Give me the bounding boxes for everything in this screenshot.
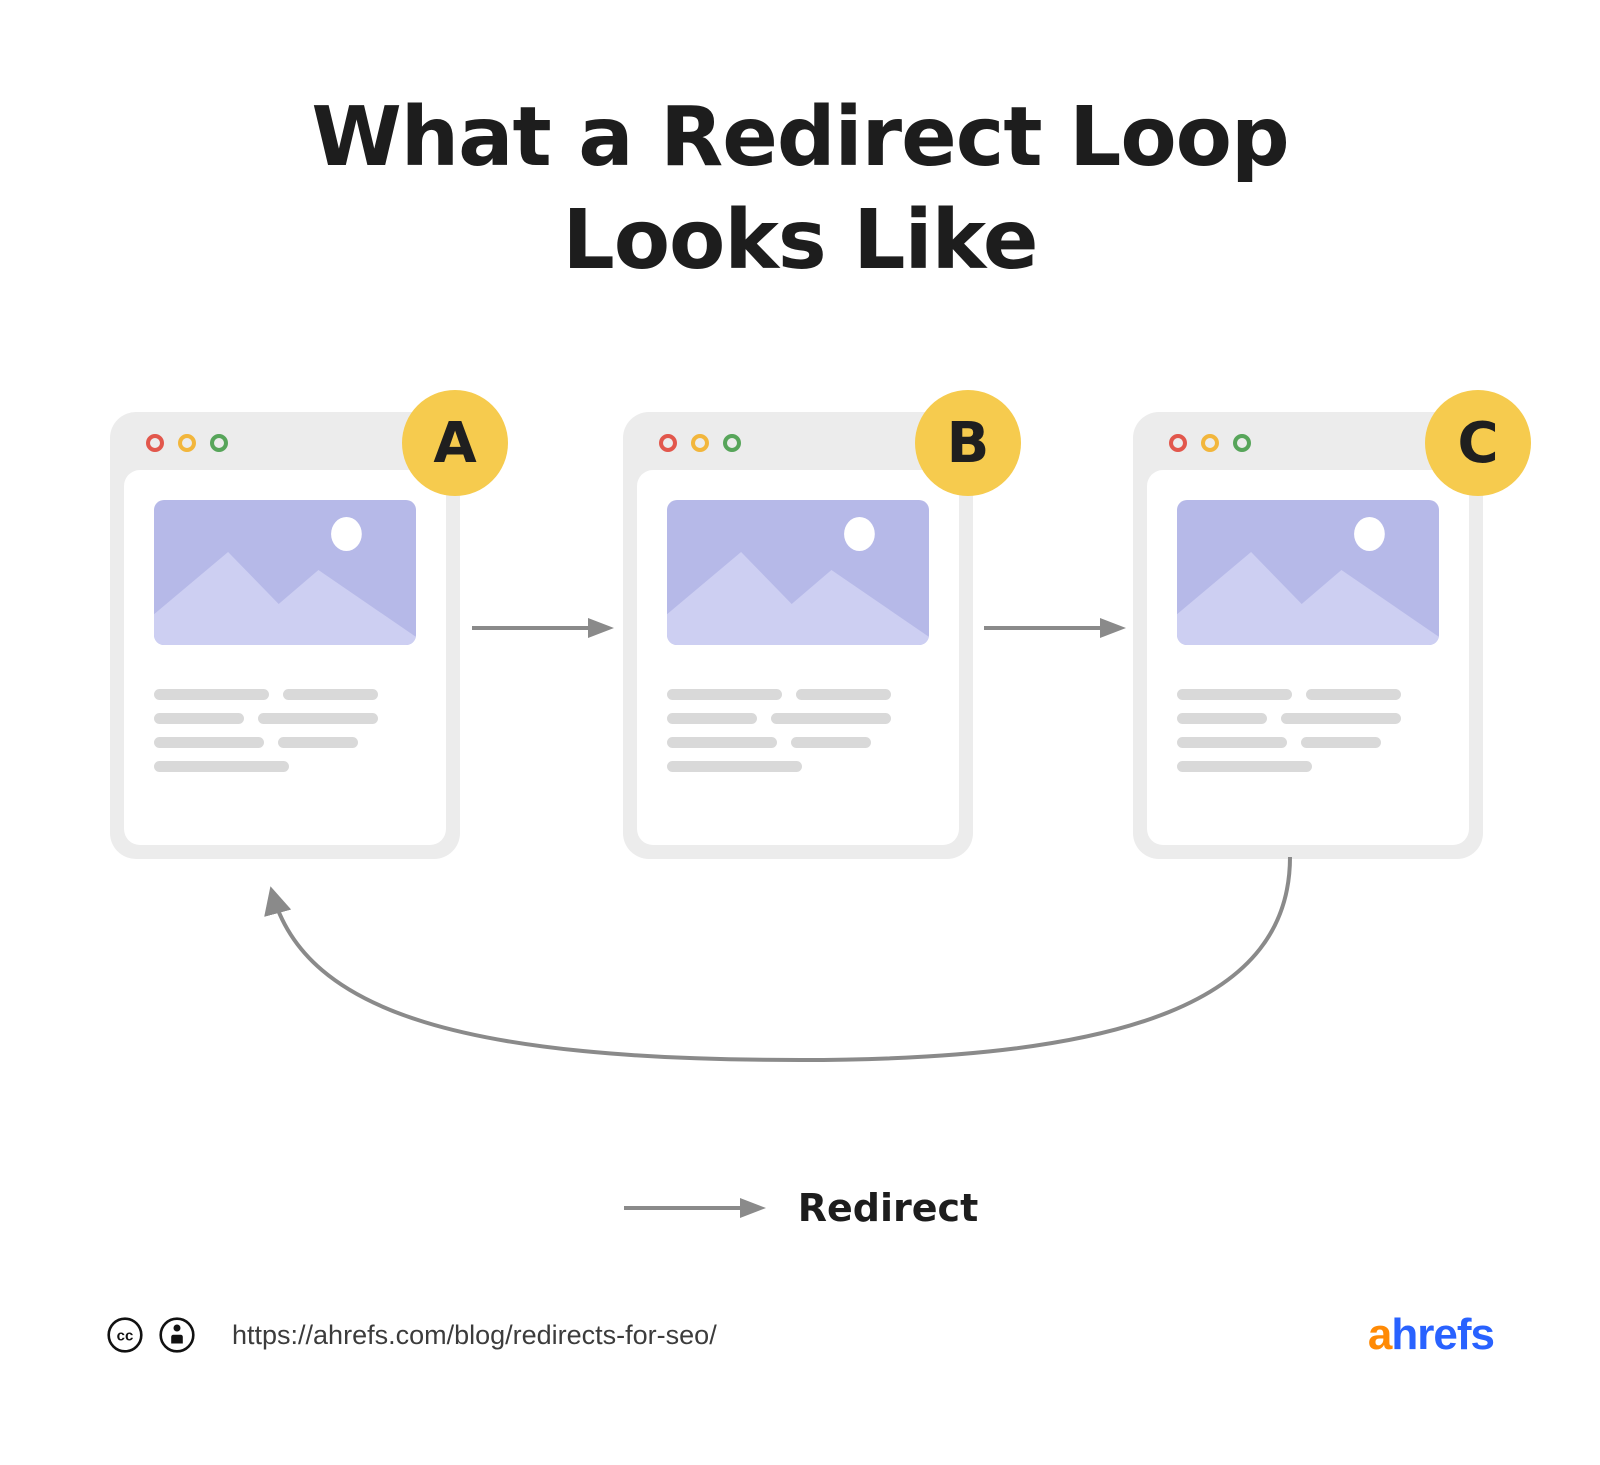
text-line-row <box>667 761 929 772</box>
svg-text:cc: cc <box>117 1328 134 1345</box>
text-line-row <box>1177 713 1439 724</box>
badge-c: C <box>1425 390 1531 496</box>
attribution-icon <box>159 1317 195 1353</box>
right-arrow-icon <box>984 618 1126 638</box>
text-line-row <box>154 689 416 700</box>
mountain-sun-image-icon <box>1177 500 1439 645</box>
badge-b: B <box>915 390 1021 496</box>
logo-hrefs: hrefs <box>1391 1310 1495 1359</box>
text-line-row <box>667 713 929 724</box>
page-content-panel <box>124 470 446 845</box>
text-lines <box>1177 689 1439 772</box>
browser-window-c <box>1133 412 1483 859</box>
ahrefs-logo: ahrefs <box>1367 1310 1495 1360</box>
text-lines <box>154 689 416 772</box>
legend: Redirect <box>0 1178 1600 1238</box>
window-dot-red-icon <box>1169 434 1187 452</box>
window-controls <box>1169 434 1251 452</box>
window-dot-yellow-icon <box>691 434 709 452</box>
footer: cc https://ahrefs.com/blog/redirects-for… <box>0 1310 1600 1360</box>
text-line-row <box>1177 761 1439 772</box>
source-url: https://ahrefs.com/blog/redirects-for-se… <box>232 1319 717 1350</box>
text-line-row <box>1177 689 1439 700</box>
browser-window-a <box>110 412 460 859</box>
legend-arrow-icon <box>623 1198 766 1218</box>
page-title: What a Redirect Loop Looks Like <box>0 86 1600 293</box>
page-content-panel <box>1147 470 1469 845</box>
logo-letter-a: a <box>1367 1310 1393 1359</box>
page-content-panel <box>637 470 959 845</box>
right-arrow-icon <box>472 618 614 638</box>
window-dot-green-icon <box>1233 434 1251 452</box>
window-dot-red-icon <box>146 434 164 452</box>
image-placeholder-graphic <box>1177 517 1439 645</box>
footer-attribution: cc https://ahrefs.com/blog/redirects-for… <box>106 1316 717 1354</box>
window-dot-yellow-icon <box>178 434 196 452</box>
window-controls <box>146 434 228 452</box>
legend-label: Redirect <box>797 1186 979 1230</box>
badge-a: A <box>402 390 508 496</box>
browser-card-b: B <box>623 390 1021 859</box>
text-line-row <box>154 737 416 748</box>
image-placeholder-graphic <box>667 517 929 645</box>
window-dot-red-icon <box>659 434 677 452</box>
title-line-2: Looks Like <box>562 193 1038 289</box>
text-line-row <box>667 737 929 748</box>
mountain-sun-image-icon <box>154 500 416 645</box>
browser-card-a: A <box>110 390 508 859</box>
text-lines <box>667 689 929 772</box>
text-line-row <box>154 713 416 724</box>
text-line-row <box>667 689 929 700</box>
window-dot-yellow-icon <box>1201 434 1219 452</box>
cc-icon: cc <box>107 1317 143 1353</box>
text-line-row <box>154 761 416 772</box>
image-placeholder-graphic <box>154 517 416 645</box>
window-dot-green-icon <box>723 434 741 452</box>
browser-window-b <box>623 412 973 859</box>
window-controls <box>659 434 741 452</box>
title-line-1: What a Redirect Loop <box>311 90 1289 185</box>
window-dot-green-icon <box>210 434 228 452</box>
mountain-sun-image-icon <box>667 500 929 645</box>
text-line-row <box>1177 737 1439 748</box>
browser-card-c: C <box>1133 390 1531 859</box>
